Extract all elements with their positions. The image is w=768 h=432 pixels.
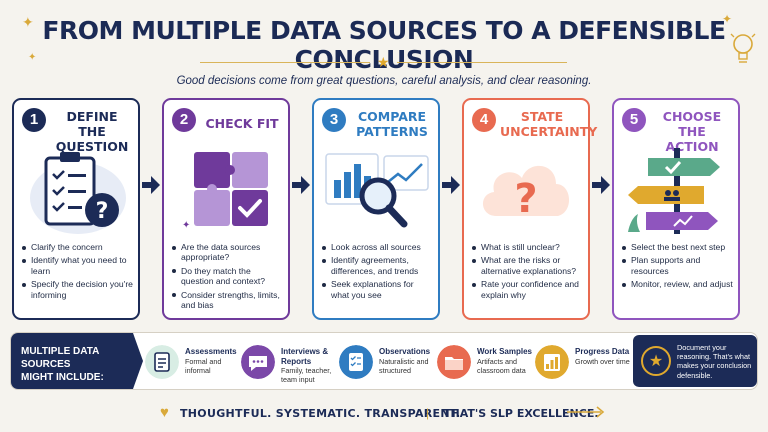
source-desc: Artifacts and classroom data — [477, 357, 526, 375]
step-bullets: Are the data sources appropriate?Do they… — [172, 242, 284, 313]
chat-bubble-icon — [241, 345, 275, 379]
page-title: FROM MULTIPLE DATA SOURCES TO A DEFENSIB… — [42, 16, 726, 74]
footer-values: THOUGHTFUL. SYSTEMATIC. TRANSPARENT. — [180, 407, 461, 420]
lightbulb-icon — [730, 33, 756, 63]
step-number: 4 — [472, 108, 496, 132]
footer-tagline: THAT'S SLP EXCELLENCE. — [443, 407, 599, 420]
step-card-check-fit: 2 CHECK FIT ✦ Are the data sources appro… — [162, 98, 290, 320]
signpost-icon — [628, 148, 720, 234]
sparkle-icon: ✦ — [28, 52, 37, 63]
source-desc: Naturalistic and structured — [379, 357, 429, 375]
step-number: 1 — [22, 108, 46, 132]
source-desc: Formal and informal — [185, 357, 222, 375]
source-name: Progress Data — [575, 347, 630, 356]
step-number: 3 — [322, 108, 346, 132]
step-number: 5 — [622, 108, 646, 132]
band-arrow — [133, 333, 143, 389]
checklist-icon — [339, 345, 373, 379]
star-badge-icon: ★ — [641, 346, 671, 376]
source-name: Observations — [379, 347, 431, 356]
arrow-right-icon — [567, 406, 605, 418]
page-subtitle: Good decisions come from great questions… — [176, 75, 592, 87]
source-name: Interviews & Reports — [281, 347, 329, 366]
source-name: Assessments — [185, 347, 237, 356]
arrow-right-icon — [142, 176, 160, 194]
cloud-question-icon: ? — [482, 165, 570, 222]
puzzle-check-icon: ✦ — [182, 152, 268, 231]
svg-text:?: ? — [96, 199, 109, 224]
sparkle-icon: ✦ — [22, 14, 34, 30]
svg-text:?: ? — [514, 176, 537, 222]
title-divider — [200, 62, 370, 63]
sparkle-icon: ✦ — [722, 12, 733, 26]
star-icon: ★ — [377, 54, 390, 70]
source-name: Work Samples — [477, 347, 532, 356]
bar-chart-icon — [535, 345, 569, 379]
clipboard-question-icon: ? — [30, 152, 126, 234]
svg-text:✦: ✦ — [182, 220, 190, 231]
heart-icon: ♥ — [160, 404, 169, 421]
arrow-right-icon — [442, 176, 460, 194]
source-desc: Family, teacher, team input — [281, 366, 332, 384]
clipboard-icon — [145, 345, 179, 379]
step-bullets: What is still unclear?What are the risks… — [472, 242, 584, 303]
document-text: Document your reasoning. That's what mak… — [677, 343, 752, 380]
arrow-right-icon — [592, 176, 610, 194]
footer-separator: | — [426, 406, 430, 420]
title-divider — [397, 62, 567, 63]
arrow-right-icon — [292, 176, 310, 194]
source-desc: Growth over time — [575, 357, 630, 366]
folder-icon — [437, 345, 471, 379]
magnifier-chart-icon — [325, 153, 429, 228]
document-reasoning-box: ★ Document your reasoning. That's what m… — [633, 335, 757, 387]
step-title: CHECK FIT — [205, 116, 279, 131]
step-number: 2 — [172, 108, 196, 132]
